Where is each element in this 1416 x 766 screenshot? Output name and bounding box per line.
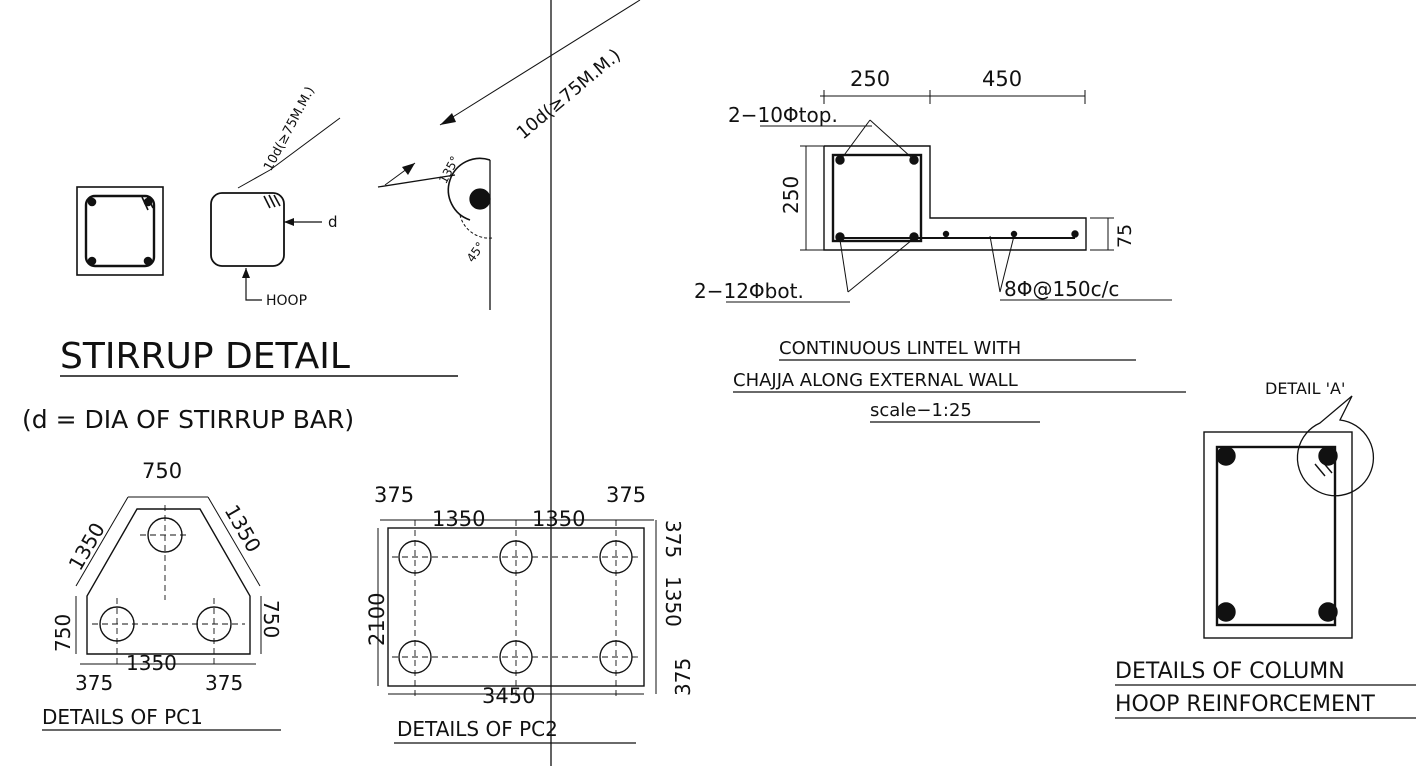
pc2-dim-span1: 1350 [432, 507, 485, 531]
pc1-dim-bottom-left: 375 [75, 671, 113, 695]
lintel-dim-75: 75 [1114, 224, 1136, 248]
stirrup-subtitle: (d = DIA OF STIRRUP BAR) [22, 405, 354, 434]
pc1-dim-bottom-right: 375 [205, 671, 243, 695]
lintel-outline [823, 145, 1087, 251]
pc1-dim-left: 750 [51, 614, 75, 652]
lintel-dim-450: 450 [982, 67, 1022, 91]
lintel-dim-250: 250 [850, 67, 890, 91]
hook-long-dim-arrow [440, 113, 456, 125]
dist-bar-leader [999, 235, 1015, 293]
stirrup-corner-bar [87, 256, 97, 266]
column-bar [1216, 446, 1236, 466]
stirrup-hook-mark [146, 195, 154, 209]
pc2-detail [377, 519, 657, 700]
stirrup-hook-mark [141, 196, 149, 211]
stirrup-detail [76, 117, 341, 301]
hook-short-dim-arrow [402, 163, 415, 175]
top-bar-leader [869, 119, 913, 159]
column-bar [1318, 446, 1338, 466]
hook-long-dim [439, 0, 641, 126]
lintel-scale: scale−1:25 [870, 400, 972, 421]
lintel-dist-bars-label: 8Φ@150c/c [1004, 277, 1119, 301]
column-hoop-detail [1203, 395, 1375, 639]
pc2-title: DETAILS OF PC2 [397, 717, 558, 741]
lintel-title-line2: CHAJJA ALONG EXTERNAL WALL [733, 370, 1018, 391]
hoop-label: HOOP [266, 293, 307, 309]
detail-a-callout [1296, 395, 1375, 497]
detail-a-hook [1314, 463, 1326, 477]
lintel-detail [800, 90, 1114, 293]
bot-bar-leader [839, 239, 849, 293]
pc1-title: DETAILS OF PC1 [42, 705, 203, 729]
hook-length-big-label: 10d(≥75M.M.) [513, 45, 625, 144]
lintel-top-bars-label: 2−10Φtop. [728, 103, 838, 127]
hoop-hook-mark [263, 195, 271, 209]
stirrup-column-outline [76, 186, 164, 276]
pc1-dim-right: 750 [259, 600, 283, 638]
angle-45-label: 45° [464, 239, 488, 264]
stirrup-detail-title: STIRRUP DETAIL [60, 336, 350, 377]
column-title-line2: HOOP REINFORCEMENT [1115, 692, 1375, 717]
hook-dim-line [237, 169, 271, 189]
stirrup-corner-bar [87, 197, 97, 207]
pc2-dim-right-bot: 375 [671, 658, 695, 696]
column-hoop [1215, 445, 1337, 627]
d-arrow-head [284, 218, 294, 226]
detail-a-hook [1321, 460, 1333, 474]
pc1-dim-top: 750 [142, 459, 182, 483]
hook-bend-arc [447, 157, 491, 221]
hook-length-label: 10d(≥75M.M.) [261, 84, 318, 173]
hook-main-bar [469, 188, 491, 210]
column-bar [1318, 602, 1338, 622]
hook-dim-line [269, 117, 341, 171]
pc2-dim-left: 2100 [365, 593, 389, 646]
pc2-dim-span2: 1350 [532, 507, 585, 531]
hoop-hook-mark [268, 194, 276, 208]
column-bar [1216, 602, 1236, 622]
pc1-slant-dim [207, 496, 261, 587]
column-title-line1: DETAILS OF COLUMN [1115, 659, 1345, 684]
hoop-leader-head [242, 268, 250, 278]
pc1-dim-bottom-mid: 1350 [126, 651, 177, 675]
pc1-detail [75, 496, 262, 665]
lintel-stirrup [831, 153, 923, 243]
lintel-dim-250-side: 250 [779, 176, 803, 214]
hoop-shape [210, 192, 285, 267]
chajja-end-bar [1071, 230, 1079, 238]
chajja-dist-bar [1010, 230, 1018, 238]
pc1-dim-slant-left: 1350 [64, 518, 110, 574]
chajja-dist-bar [942, 230, 950, 238]
stirrup-corner-bar [143, 256, 153, 266]
pc2-dim-top-left: 375 [374, 483, 414, 507]
angle-45-arc [459, 214, 493, 239]
d-label: d [328, 213, 338, 231]
column-outline [1203, 431, 1353, 639]
detail-a-label: DETAIL 'A' [1265, 379, 1345, 398]
stirrup-bar-loop [84, 194, 156, 268]
bot-bar-leader [847, 239, 913, 293]
lintel-bot-bars-label: 2−12Φbot. [694, 279, 804, 303]
pc2-dim-top-right: 375 [606, 483, 646, 507]
pc1-slant-dim [75, 496, 129, 587]
pc2-dim-right-top: 375 [661, 520, 685, 558]
hoop-hook-mark [273, 194, 281, 207]
lintel-title-line1: CONTINUOUS LINTEL WITH [779, 338, 1021, 359]
angle-135-label: 135° [436, 154, 462, 186]
dist-bar-leader [989, 235, 1001, 293]
hoop-leader [245, 268, 262, 301]
hook-135-detail [377, 0, 641, 310]
hook-tail-line [377, 174, 456, 188]
pc1-outline [86, 508, 251, 655]
pc2-dim-bottom: 3450 [482, 684, 535, 708]
pc2-dim-right-mid: 1350 [661, 576, 685, 627]
